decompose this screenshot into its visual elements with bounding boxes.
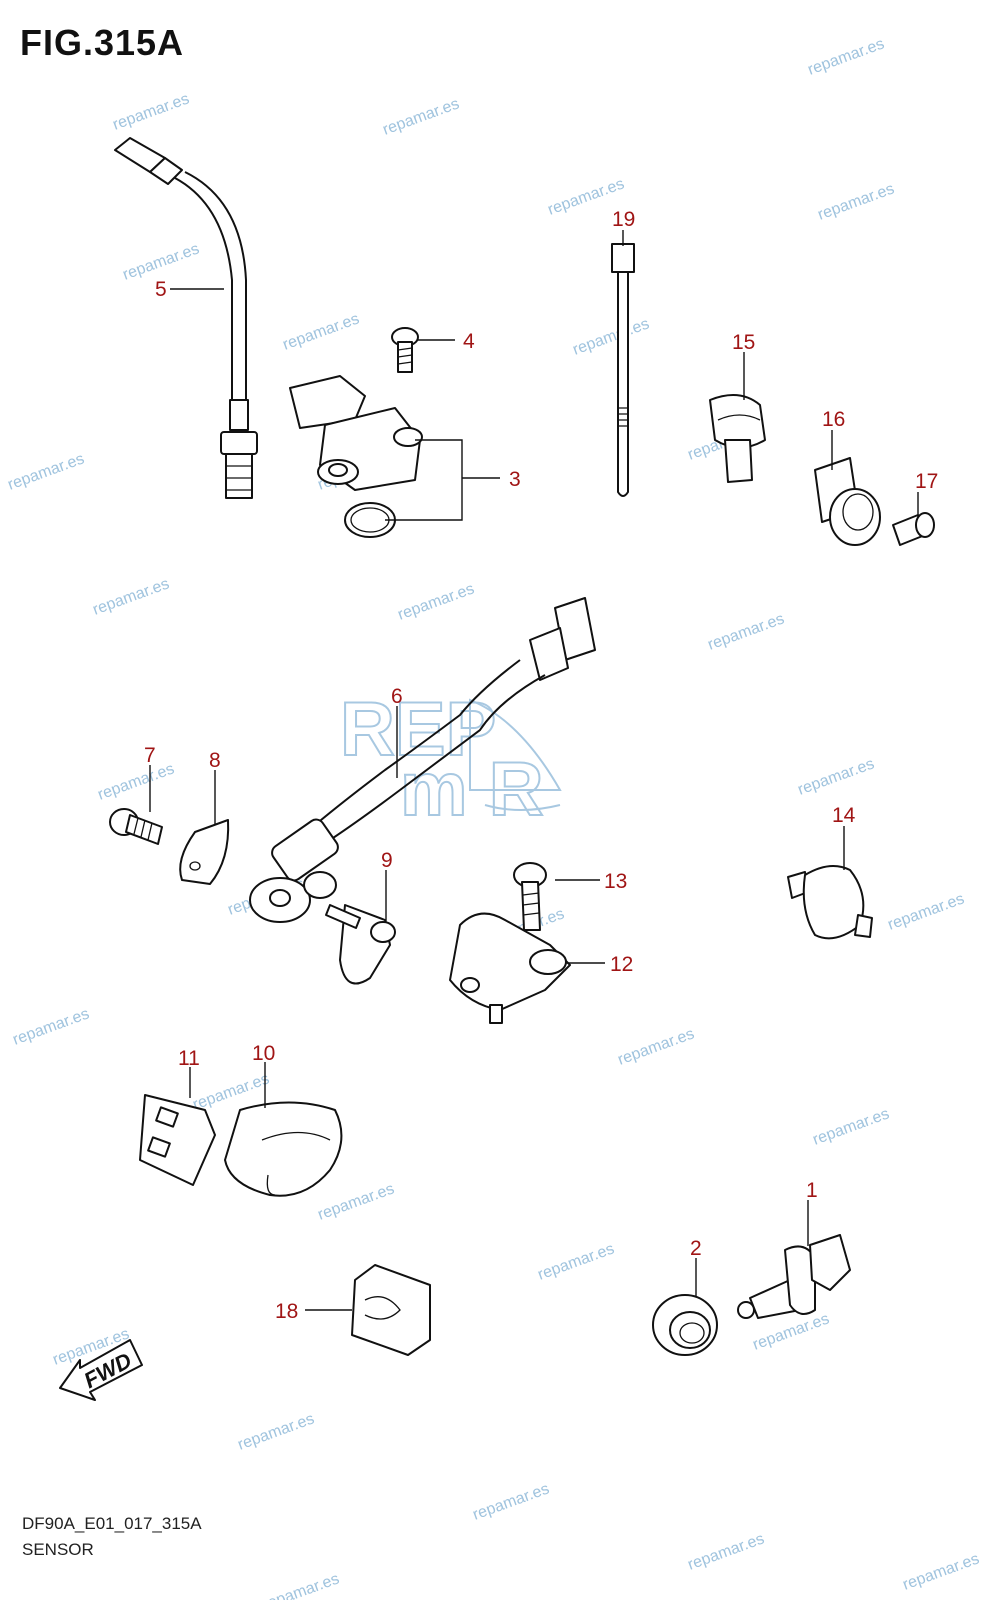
leader-lines <box>149 230 919 1311</box>
watermark-text: repamar.es <box>236 1410 317 1453</box>
callout-1: 1 <box>806 1179 818 1202</box>
watermark-text: repamar.es <box>396 580 477 623</box>
callout-12: 12 <box>610 953 633 976</box>
callout-2: 2 <box>690 1237 702 1260</box>
watermark-text: repamar.es <box>806 35 887 78</box>
callout-17: 17 <box>915 470 938 493</box>
callout-9: 9 <box>381 849 393 872</box>
part-17-bolt <box>892 512 935 546</box>
callout-8: 8 <box>209 749 221 772</box>
callout-16: 16 <box>822 408 845 431</box>
watermark-text: repamar.es <box>111 90 192 133</box>
watermark-text: repamar.es <box>616 1025 697 1068</box>
watermark-text: repamar.es <box>886 890 967 933</box>
watermark-text: repamar.es <box>471 1480 552 1523</box>
watermark-text: repamar.es <box>686 1530 767 1573</box>
part-3-pressure-sensor <box>289 375 423 538</box>
watermark-text: repamar.es <box>816 180 897 223</box>
part-1-temp-sensor <box>737 1234 851 1319</box>
part-11-cap <box>139 1094 216 1186</box>
callout-11: 11 <box>178 1047 200 1070</box>
watermark-text: repamar.es <box>901 1550 982 1593</box>
callout-13: 13 <box>604 870 627 893</box>
part-6-harness <box>249 597 596 923</box>
part-10-grommet <box>224 1101 343 1197</box>
part-14-switch <box>787 865 873 940</box>
watermark-text: repamar.es <box>706 610 787 653</box>
callout-19: 19 <box>612 208 635 231</box>
callout-7: 7 <box>144 744 156 767</box>
watermark-text: repamar.es <box>261 1570 342 1600</box>
watermark-logo: REP m R <box>339 686 562 833</box>
watermark-text: repamar.es <box>6 450 87 493</box>
watermark-text: repamar.es <box>571 315 652 358</box>
watermark-text: repamar.es <box>96 760 177 803</box>
figure-code: DF90A_E01_017_315A <box>22 1514 202 1533</box>
callout-3: 3 <box>509 468 521 491</box>
watermark-text: repamar.es <box>796 755 877 798</box>
part-7-bolt <box>109 808 163 845</box>
figure-title: FIG.315A <box>20 22 185 63</box>
part-13-bolt <box>513 862 547 931</box>
part-16-clamp <box>814 457 881 546</box>
part-9-bracket <box>325 904 396 985</box>
callout-numbers: 1 2 3 4 5 6 7 8 9 10 11 12 13 14 15 16 1… <box>144 208 938 1323</box>
callout-10: 10 <box>252 1042 275 1065</box>
part-15-clip <box>709 394 766 483</box>
watermark-text: repamar.es <box>811 1105 892 1148</box>
callout-18: 18 <box>275 1300 298 1323</box>
watermark-text: repamar.es <box>536 1240 617 1283</box>
figure-name: SENSOR <box>22 1540 94 1559</box>
callout-4: 4 <box>463 330 475 353</box>
callout-5: 5 <box>155 278 167 301</box>
watermark-text: repamar.es <box>381 95 462 138</box>
part-19-cable-tie <box>611 243 635 497</box>
part-12-sensor <box>449 912 571 1024</box>
watermark-text: repamar.es <box>281 310 362 353</box>
part-5-sensor-cable <box>114 137 258 499</box>
part-4-bolt <box>391 327 419 373</box>
watermark-text: repamar.es <box>316 1180 397 1223</box>
part-8-plate <box>179 819 230 885</box>
callout-15: 15 <box>732 331 755 354</box>
part-18-pad <box>351 1264 431 1356</box>
callout-14: 14 <box>832 804 856 827</box>
watermark-text: repamar.es <box>11 1005 92 1048</box>
callout-6: 6 <box>391 685 403 708</box>
part-2-grommet <box>652 1294 718 1356</box>
watermark-text: repamar.es <box>91 575 172 618</box>
